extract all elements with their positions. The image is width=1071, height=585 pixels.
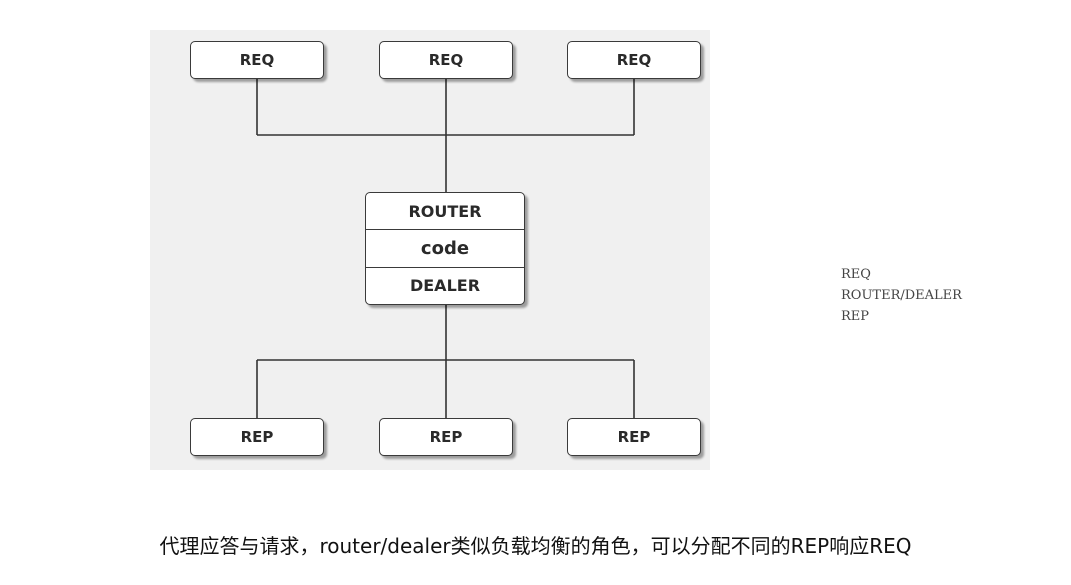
rep-worker-node-1: REP xyxy=(190,418,324,456)
router-dealer-proxy: ROUTER code DEALER xyxy=(365,192,525,305)
req-client-node-2: REQ xyxy=(379,41,513,79)
side-note: REQ ROUTER/DEALER REP xyxy=(841,264,962,327)
caption: 代理应答与请求，router/dealer类似负载均衡的角色，可以分配不同的RE… xyxy=(159,534,912,558)
router-frontend: ROUTER xyxy=(408,201,482,221)
rep-worker-node-2: REP xyxy=(379,418,513,456)
req-client-node-3: REQ xyxy=(567,41,701,79)
proxy-code: code xyxy=(366,229,524,266)
rep-worker-node-3: REP xyxy=(567,418,701,456)
side-note-line-req: REQ xyxy=(841,267,871,282)
side-note-line-router-dealer: ROUTER/DEALER xyxy=(841,288,962,303)
side-note-line-rep: REP xyxy=(841,309,870,324)
dealer-backend: DEALER xyxy=(366,266,524,304)
req-client-node-1: REQ xyxy=(190,41,324,79)
